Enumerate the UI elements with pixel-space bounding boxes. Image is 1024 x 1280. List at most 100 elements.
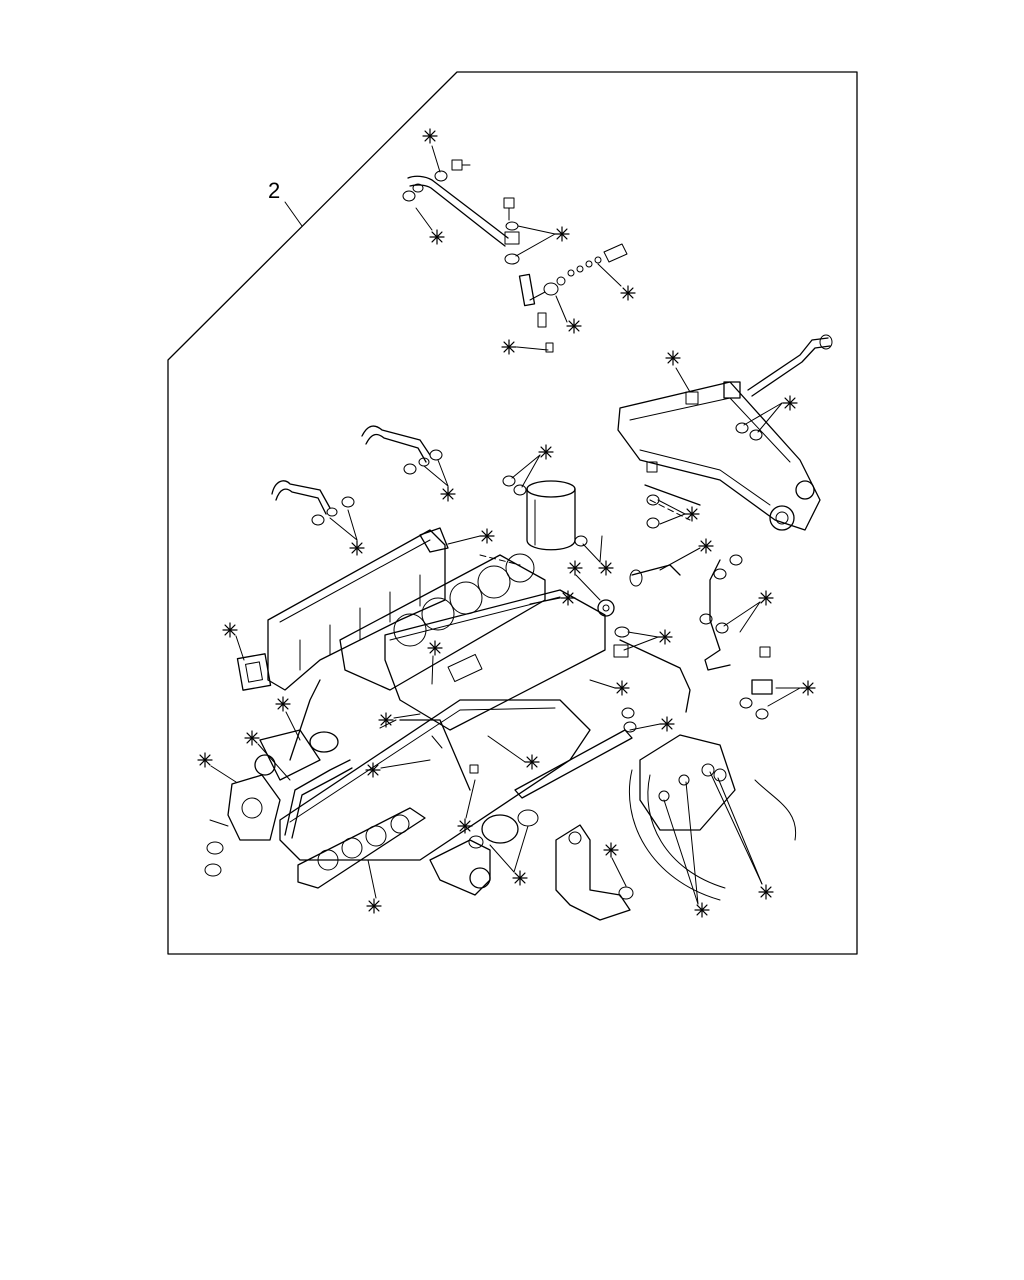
callout-leader-8 (675, 367, 691, 393)
asterisk-callout-22 (614, 680, 630, 696)
callout-leader-29 (431, 655, 434, 685)
asterisk-callout-8 (782, 395, 798, 411)
asterisk-callout-1 (422, 128, 438, 144)
callout-leader-19 (599, 535, 603, 563)
callout-leader-30 (235, 635, 245, 661)
callout-leader-9 (743, 402, 783, 426)
callout-leader-1 (431, 145, 441, 173)
asterisk-callout-10 (440, 486, 456, 502)
filter-canister (502, 475, 588, 551)
fuel-rail-right (617, 334, 833, 531)
callout-leader-37 (380, 759, 431, 769)
fuel-pipe-left-2 (271, 480, 355, 526)
callout-leader-3 (517, 225, 556, 235)
asterisk-callout-7 (665, 350, 681, 366)
callout-leader-28 (623, 636, 659, 651)
callout-leader-47 (685, 781, 699, 905)
callout-leader-17 (447, 535, 481, 545)
dashed-leaders (479, 499, 691, 566)
asterisk-callout-32 (512, 870, 528, 886)
asterisk-callout-28 (524, 754, 540, 770)
upper-fuel-line (402, 159, 520, 265)
callout-leader-39 (629, 723, 661, 731)
asterisk-callout-3 (554, 226, 570, 242)
callout-leader-22 (659, 547, 701, 571)
head-gasket (339, 553, 546, 691)
asterisk-callout-2 (429, 229, 445, 245)
callout-leader-6 (555, 295, 568, 323)
asterisk-callout-16 (567, 560, 583, 576)
bracket (555, 824, 634, 921)
fuel-pipe-left-1 (361, 425, 443, 475)
callout-leader-42 (489, 844, 515, 873)
callout-leader-13 (423, 465, 449, 487)
asterisk-callout-5 (566, 318, 582, 334)
callout-label-2: 2 (268, 178, 280, 203)
callout-leader-14 (437, 459, 449, 487)
callout-leader-20 (657, 499, 686, 515)
asterisk-callout-25 (378, 712, 394, 728)
callout-leader-41 (465, 779, 476, 819)
asterisk-callout-14 (684, 506, 700, 522)
asterisk-callout-17 (560, 590, 576, 606)
lower-gasket (297, 807, 426, 889)
water-pump-gasket (204, 774, 281, 877)
injector (518, 243, 628, 353)
callout-leader-45 (367, 859, 377, 899)
callout-leader-25 (723, 601, 761, 627)
callout-leader-12 (521, 454, 541, 488)
asterisk-callout-36 (758, 884, 774, 900)
asterisk-callout-27 (365, 762, 381, 778)
callout-leader-24 (529, 597, 561, 605)
asterisk-callout-13 (598, 560, 614, 576)
callout-leaders (210, 145, 801, 905)
asterisk-callout-18 (758, 590, 774, 606)
callout-leader-34 (285, 711, 301, 741)
asterisk-callout-6 (501, 339, 517, 355)
callout-leader-43 (513, 825, 529, 873)
return-line (514, 461, 701, 799)
exhaust-manifold (254, 699, 591, 861)
asterisk-callout-24 (275, 696, 291, 712)
callout-leader-36 (257, 743, 291, 781)
asterisk-callout-19 (657, 629, 673, 645)
asterisk-callout-23 (800, 680, 816, 696)
asterisk-callout-30 (197, 752, 213, 768)
timing-cover (628, 734, 797, 901)
asterisk-callout-35 (694, 902, 710, 918)
asterisk-callout-20 (427, 640, 443, 656)
callout-leader-26 (739, 601, 761, 633)
asterisk-callouts (197, 128, 816, 918)
asterisk-callout-21 (222, 622, 238, 638)
callout-leader-50 (431, 735, 443, 749)
callout-leader-18 (582, 543, 601, 563)
callout-leader-40 (210, 765, 237, 783)
callout-leader-32 (767, 687, 801, 707)
asterisk-callout-34 (366, 898, 382, 914)
callout-leader-10 (757, 402, 783, 433)
callout-leader-21 (659, 513, 686, 525)
asterisk-callout-33 (603, 842, 619, 858)
callout-leader-27 (627, 631, 659, 638)
callout-leader-2 (284, 201, 303, 227)
callout-leader-35 (393, 713, 421, 719)
asterisk-callout-26 (244, 730, 260, 746)
intake-manifold (236, 527, 449, 691)
callout-leader-23 (575, 574, 601, 601)
callout-leader-15 (329, 517, 358, 541)
callout-leader-16 (347, 509, 358, 541)
callout-leader-38 (487, 735, 526, 763)
asterisk-callout-4 (620, 285, 636, 301)
coolant-hose (284, 679, 479, 839)
asterisk-callout-11 (349, 540, 365, 556)
asterisk-callout-9 (538, 444, 554, 460)
callout-leader-49 (709, 771, 763, 885)
callout-leader-31 (589, 679, 616, 689)
callout-leader-4 (515, 233, 556, 257)
diagram-frame (167, 71, 858, 955)
callout-leader-48 (717, 777, 763, 885)
callout-leader-11 (511, 454, 541, 479)
asterisk-callout-15 (698, 538, 714, 554)
asterisk-callout-12 (479, 528, 495, 544)
